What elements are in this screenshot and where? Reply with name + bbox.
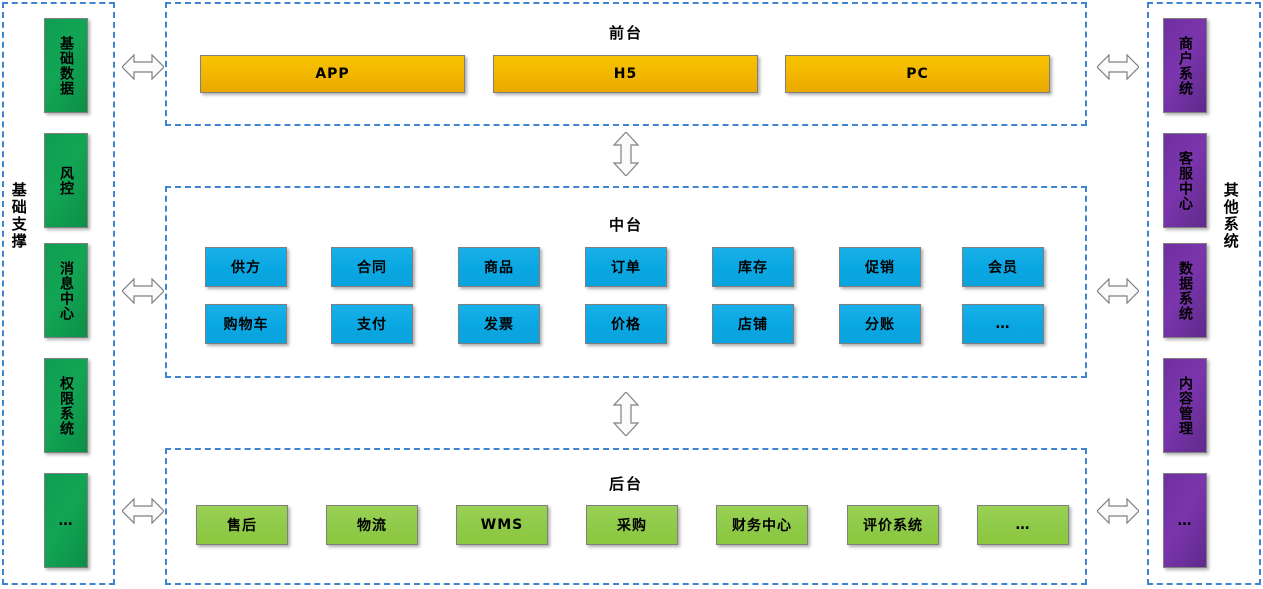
node-label: … — [1015, 517, 1031, 533]
rail-item-label: 内容管理 — [1177, 375, 1194, 436]
node-label: 库存 — [738, 260, 768, 276]
backend-node-wms[interactable]: WMS — [456, 505, 548, 545]
backend-node-after-sales[interactable]: 售后 — [196, 505, 288, 545]
node-label: 合同 — [357, 260, 387, 276]
node-label: 物流 — [357, 518, 387, 534]
node-label: 订单 — [611, 260, 641, 276]
double-arrow-vertical-icon — [611, 392, 641, 436]
rail-item-label: 风控 — [58, 165, 75, 196]
middle-node-supplier[interactable]: 供方 — [205, 247, 287, 287]
middle-node-more[interactable]: … — [962, 304, 1044, 344]
node-label: 店铺 — [738, 317, 768, 333]
node-label: 会员 — [988, 260, 1018, 276]
rail-item-label: 基础数据 — [58, 35, 75, 96]
left-rail-label: 基础支撑 — [9, 182, 28, 250]
node-label: … — [995, 316, 1011, 332]
node-label: 分账 — [865, 317, 895, 333]
middle-node-store[interactable]: 店铺 — [712, 304, 794, 344]
double-arrow-horizontal-icon — [122, 276, 164, 306]
rail-item-permission-system[interactable]: 权限系统 — [44, 358, 88, 453]
middle-node-price[interactable]: 价格 — [585, 304, 667, 344]
double-arrow-horizontal-icon — [1097, 52, 1139, 82]
rail-item-more[interactable]: … — [44, 473, 88, 568]
rail-item-label: 商户系统 — [1177, 35, 1194, 96]
rail-item-label: 权限系统 — [58, 375, 75, 436]
node-label: APP — [315, 66, 350, 82]
rail-item-data-system[interactable]: 数据系统 — [1163, 243, 1207, 338]
rail-item-basic-data[interactable]: 基础数据 — [44, 18, 88, 113]
right-rail-label: 其他系统 — [1221, 182, 1240, 250]
middle-node-shopping-cart[interactable]: 购物车 — [205, 304, 287, 344]
node-label: 评价系统 — [863, 518, 923, 534]
node-label: 售后 — [227, 518, 257, 534]
rail-item-label: … — [1177, 512, 1193, 529]
double-arrow-horizontal-icon — [122, 496, 164, 526]
rail-item-more[interactable]: … — [1163, 473, 1207, 568]
node-label: 发票 — [484, 317, 514, 333]
backend-node-more[interactable]: … — [977, 505, 1069, 545]
node-label: 供方 — [231, 260, 261, 276]
node-label: 商品 — [484, 260, 514, 276]
double-arrow-horizontal-icon — [1097, 276, 1139, 306]
middle-node-order[interactable]: 订单 — [585, 247, 667, 287]
backend-tier-title: 后台 — [608, 475, 643, 493]
rail-item-message-center[interactable]: 消息中心 — [44, 243, 88, 338]
node-label: WMS — [480, 517, 524, 533]
double-arrow-horizontal-icon — [1097, 496, 1139, 526]
rail-item-label: 数据系统 — [1177, 260, 1194, 321]
rail-item-merchant-system[interactable]: 商户系统 — [1163, 18, 1207, 113]
rail-item-customer-service-center[interactable]: 客服中心 — [1163, 133, 1207, 228]
frontend-node-h5[interactable]: H5 — [493, 55, 758, 93]
middle-node-promotion[interactable]: 促销 — [839, 247, 921, 287]
backend-node-finance-center[interactable]: 财务中心 — [716, 505, 808, 545]
node-label: PC — [906, 66, 929, 82]
rail-item-label: 消息中心 — [58, 260, 75, 321]
middle-node-ledger-split[interactable]: 分账 — [839, 304, 921, 344]
frontend-tier-title: 前台 — [608, 24, 643, 42]
backend-node-procurement[interactable]: 采购 — [586, 505, 678, 545]
rail-item-risk-control[interactable]: 风控 — [44, 133, 88, 228]
double-arrow-vertical-icon — [611, 132, 641, 176]
node-label: 采购 — [617, 518, 647, 534]
rail-item-label: … — [58, 512, 74, 529]
node-label: 财务中心 — [732, 518, 792, 534]
rail-item-content-management[interactable]: 内容管理 — [1163, 358, 1207, 453]
middle-node-member[interactable]: 会员 — [962, 247, 1044, 287]
frontend-node-pc[interactable]: PC — [785, 55, 1050, 93]
middle-node-contract[interactable]: 合同 — [331, 247, 413, 287]
node-label: 购物车 — [223, 317, 269, 333]
backend-node-logistics[interactable]: 物流 — [326, 505, 418, 545]
node-label: H5 — [613, 66, 638, 82]
node-label: 支付 — [357, 317, 387, 333]
node-label: 促销 — [865, 260, 895, 276]
middle-node-inventory[interactable]: 库存 — [712, 247, 794, 287]
backend-node-review-system[interactable]: 评价系统 — [847, 505, 939, 545]
frontend-node-app[interactable]: APP — [200, 55, 465, 93]
middle-tier-title: 中台 — [608, 216, 643, 234]
node-label: 价格 — [611, 317, 641, 333]
middle-node-payment[interactable]: 支付 — [331, 304, 413, 344]
rail-item-label: 客服中心 — [1177, 150, 1194, 211]
double-arrow-horizontal-icon — [122, 52, 164, 82]
middle-node-invoice[interactable]: 发票 — [458, 304, 540, 344]
middle-node-product[interactable]: 商品 — [458, 247, 540, 287]
